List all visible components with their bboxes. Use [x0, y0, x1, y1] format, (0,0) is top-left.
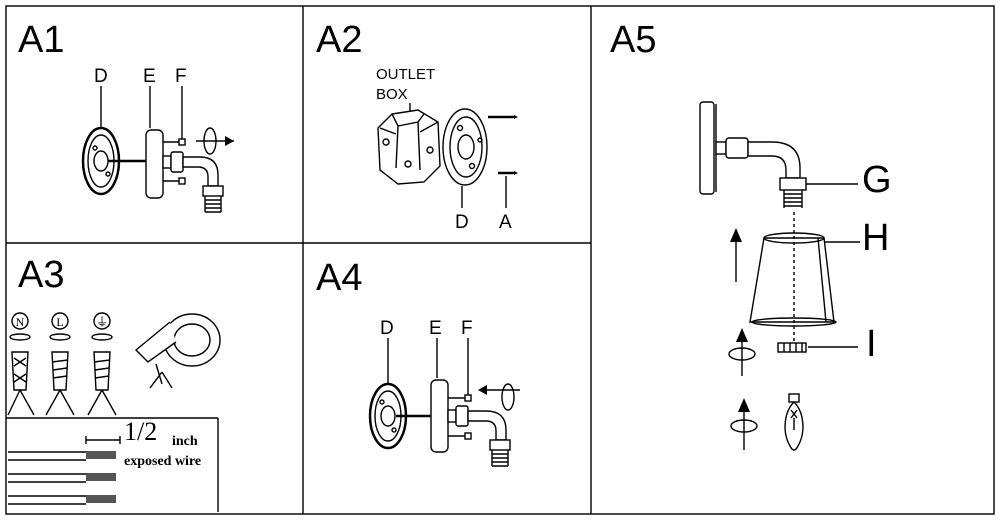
- tape-roll-icon: [134, 313, 221, 389]
- rotate-arrow-icon: [478, 383, 520, 411]
- terminal-line: L: [56, 315, 63, 329]
- panel-a2-label: A2: [316, 19, 362, 61]
- arm-socket: [715, 137, 807, 208]
- strip-length-fraction: 1/2: [124, 417, 157, 446]
- mounting-plate-d: [81, 126, 146, 196]
- strip-length-caption: exposed wire: [124, 454, 201, 469]
- up-arrow-icon: [730, 228, 742, 282]
- mounting-plate-d: [442, 108, 488, 186]
- outlet-box: [377, 109, 441, 185]
- panel-a5-label: A5: [610, 19, 656, 61]
- part-label-e: E: [429, 318, 442, 339]
- panel-a4-label: A4: [316, 257, 362, 299]
- part-label-d: D: [94, 66, 108, 87]
- screw-a: [488, 115, 518, 175]
- arm-socket: [447, 405, 511, 467]
- panel-a1: A1 D E F: [18, 19, 234, 213]
- terminal-symbols: N L ⏚: [9, 312, 113, 341]
- backplate-e: [430, 379, 449, 453]
- part-label-d: D: [380, 318, 394, 339]
- wire-nut-icon: [7, 351, 117, 416]
- mounting-plate-d: [368, 382, 431, 450]
- lamp-shade-h: [749, 212, 837, 342]
- shade-ring-i: [777, 342, 807, 353]
- panel-a1-label: A1: [18, 19, 64, 61]
- screw-f: [163, 138, 186, 185]
- screw-f: [448, 394, 472, 440]
- part-label-d: D: [455, 212, 469, 233]
- outlet-box-line1: OUTLET: [376, 66, 435, 83]
- panel-a4: A4 D E F: [316, 257, 520, 467]
- outlet-box-line2: BOX: [376, 86, 408, 103]
- part-label-g: G: [862, 159, 892, 201]
- part-label-e: E: [143, 66, 156, 87]
- panel-a2: A2 OUTLET BOX D: [316, 19, 518, 233]
- rotate-arrow-icon: [196, 127, 234, 155]
- backplate: [699, 101, 715, 195]
- part-label-f: F: [461, 318, 473, 339]
- part-label-a: A: [499, 212, 512, 233]
- stripped-wires: 1/2 inch exposed wire: [6, 417, 219, 512]
- panel-a3-label: A3: [18, 254, 64, 296]
- rotate-arrow-icon: [728, 328, 756, 376]
- backplate-e: [145, 129, 164, 199]
- part-label-f: F: [175, 66, 187, 87]
- panel-a3: A3 N L ⏚: [6, 254, 221, 512]
- arm-socket: [162, 151, 224, 213]
- rotate-arrow-icon: [730, 398, 758, 450]
- terminal-ground: ⏚: [96, 315, 108, 329]
- panel-grid: [5, 5, 995, 515]
- panel-a5: A5 G H I: [610, 19, 892, 451]
- terminal-neutral: N: [16, 315, 25, 329]
- bulb-icon: [784, 393, 804, 451]
- part-label-h: H: [862, 217, 889, 259]
- part-label-i: I: [866, 323, 877, 365]
- strip-length-unit: inch: [172, 434, 198, 449]
